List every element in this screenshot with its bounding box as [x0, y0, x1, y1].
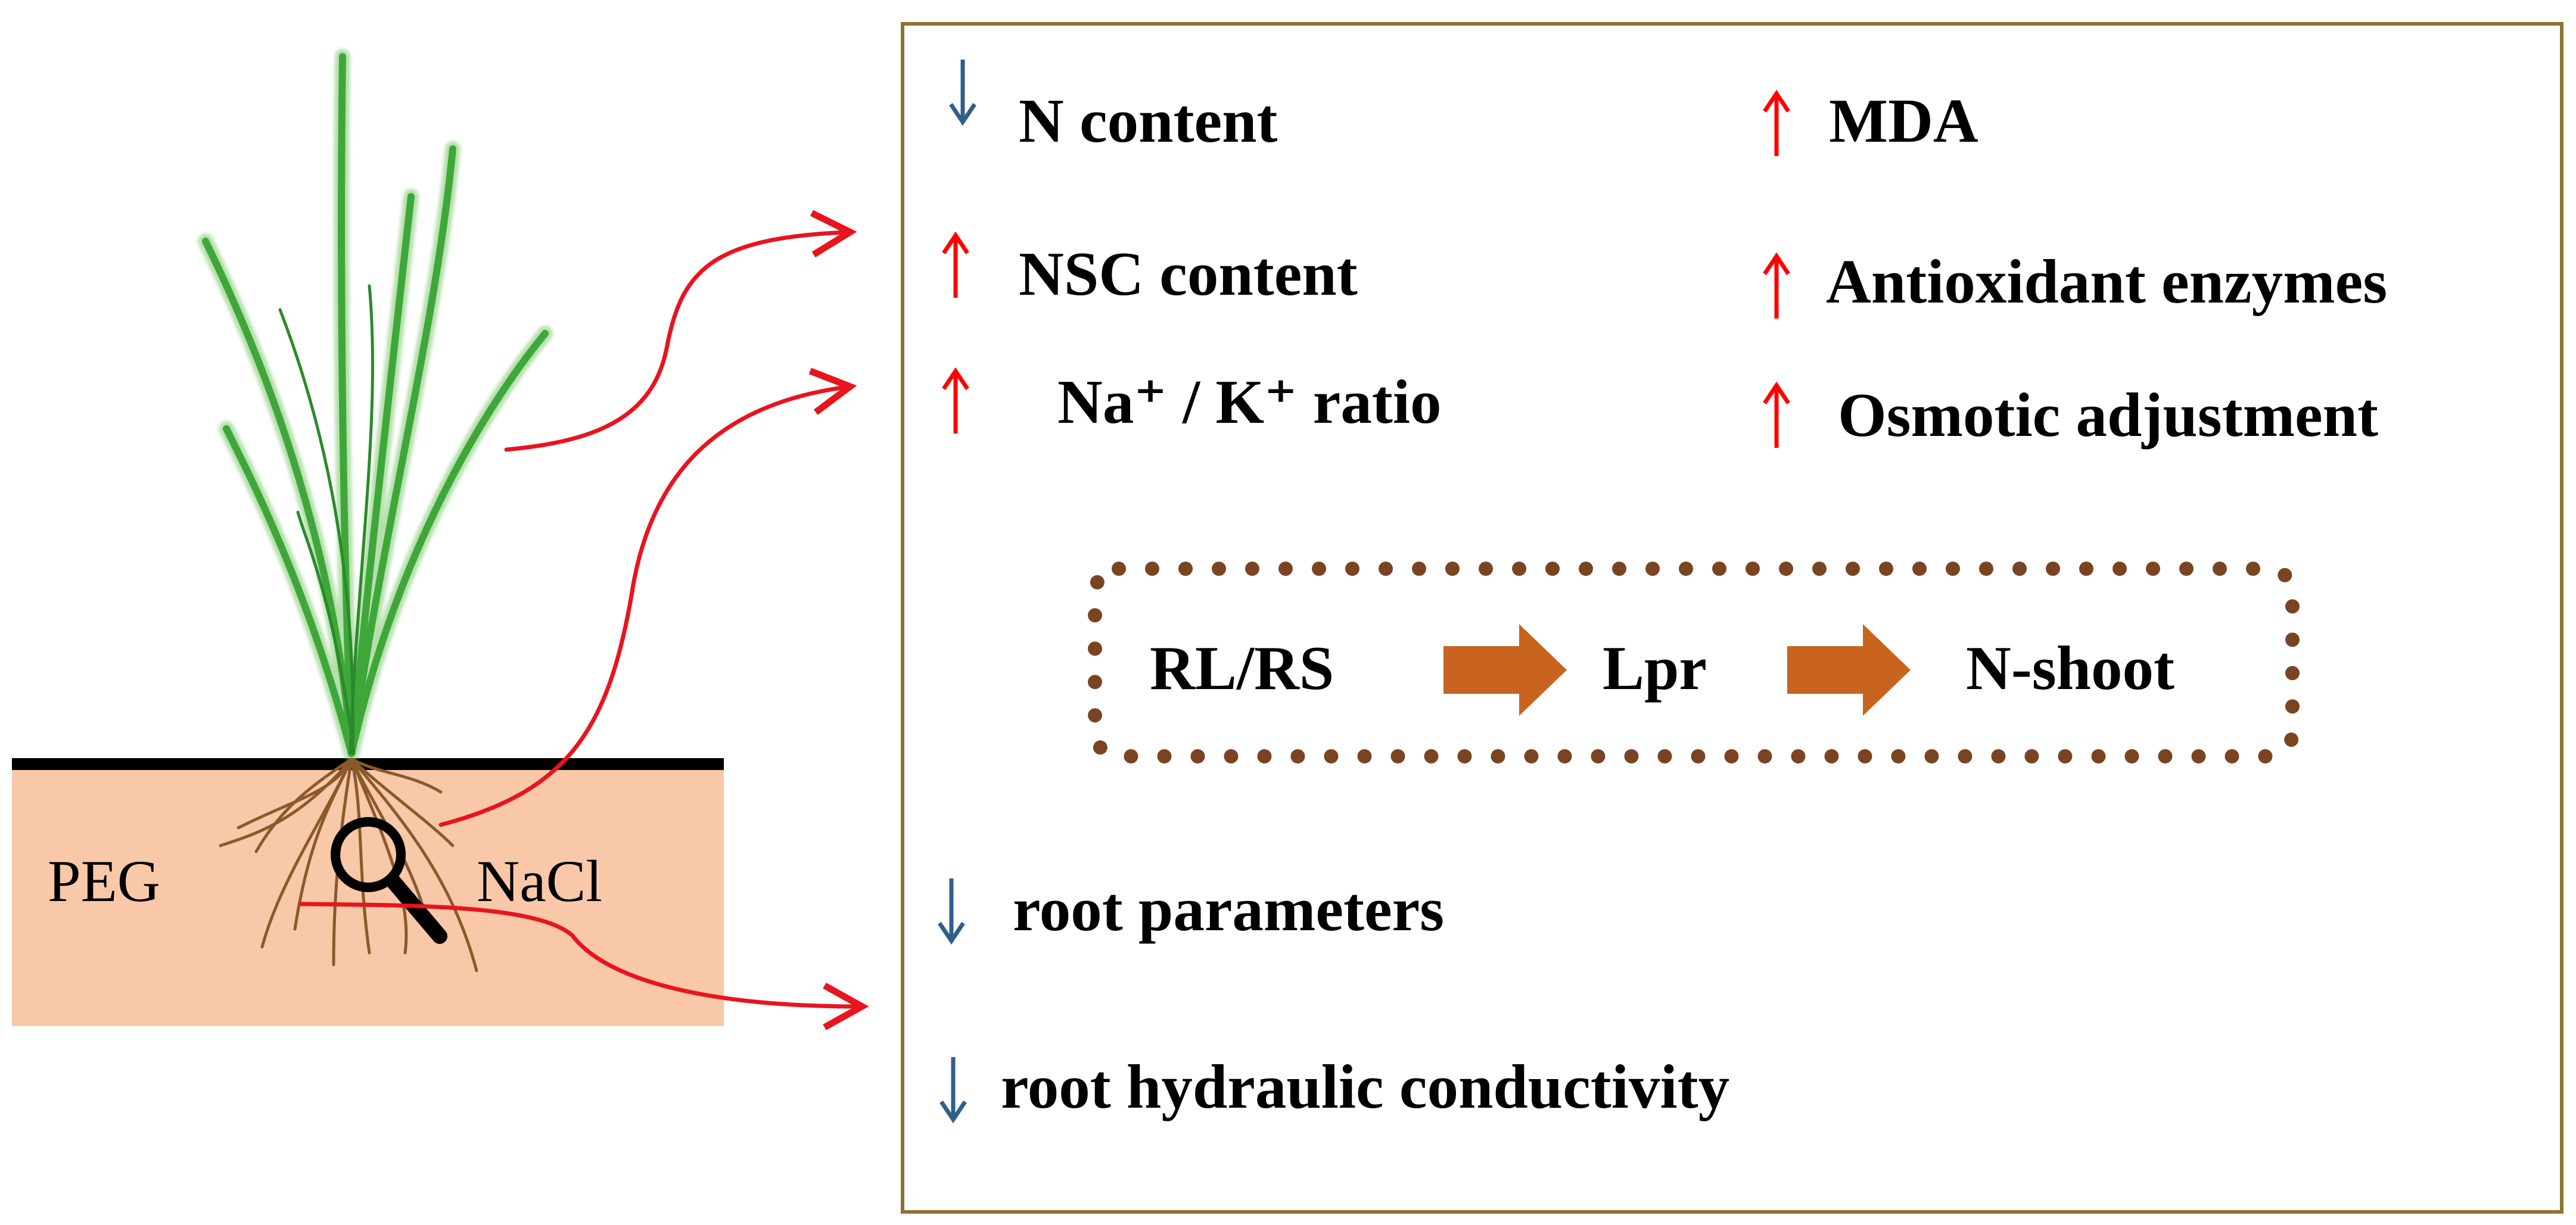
effect-text: root parameters [1013, 874, 1444, 944]
soil-surface-line [12, 758, 724, 770]
up-arrow-icon [1763, 89, 1790, 156]
plant-leaves [198, 49, 553, 761]
effect-item-n-content: N content [949, 60, 1278, 155]
up-arrow-icon [942, 231, 969, 298]
effect-item-nsc-content: NSC content [942, 231, 1358, 308]
effect-text: root hydraulic conductivity [1001, 1052, 1729, 1121]
up-arrow-icon [1763, 381, 1790, 448]
effect-text: Antioxidant enzymes [1826, 247, 2387, 316]
effect-text: N content [1019, 86, 1278, 155]
pathway-step-lpr: Lpr [1603, 633, 1707, 703]
up-arrow-icon [942, 367, 969, 434]
down-arrow-icon [939, 1057, 967, 1124]
up-arrow-icon [1763, 252, 1790, 319]
effect-item-root-parameters: root parameters [938, 874, 1444, 945]
effect-text: NSC content [1019, 239, 1358, 308]
magnifier-icon [331, 817, 447, 944]
connector-curve-shoot [504, 210, 857, 452]
soil-label-peg: PEG [48, 848, 160, 914]
connector-curve-root-lower [298, 902, 869, 1030]
effect-item-na-k-ratio: Na⁺ / K⁺ ratio [942, 367, 1442, 437]
right-block-arrow-icon [1787, 624, 1911, 716]
effects-box [901, 22, 2563, 1214]
down-arrow-icon [938, 878, 965, 945]
pathway-dotted-border [1088, 562, 2300, 763]
pathway-step-n-shoot: N-shoot [1966, 633, 2174, 703]
soil-block [12, 764, 724, 1026]
connector-curve-root-upper [438, 367, 857, 827]
effect-item-root-hydraulic-conductivity: root hydraulic conductivity [939, 1052, 1729, 1124]
effect-text: Osmotic adjustment [1838, 380, 2378, 450]
effect-item-mda: MDA [1763, 86, 1978, 156]
effect-item-osmotic-adjustment: Osmotic adjustment [1763, 380, 2378, 450]
effect-text: MDA [1829, 86, 1978, 155]
down-arrow-icon [949, 60, 976, 126]
effect-text: Na⁺ / K⁺ ratio [1057, 367, 1442, 437]
plant-roots [219, 758, 478, 972]
connector-curves [298, 210, 869, 1030]
soil-label-nacl: NaCl [477, 848, 602, 914]
effect-item-antioxidant-enzymes: Antioxidant enzymes [1763, 247, 2387, 319]
pathway-step-rl-rs: RL/RS [1150, 633, 1334, 703]
pathway-box: RL/RS Lpr N-shoot [1088, 562, 2300, 763]
right-block-arrow-icon [1443, 624, 1567, 716]
